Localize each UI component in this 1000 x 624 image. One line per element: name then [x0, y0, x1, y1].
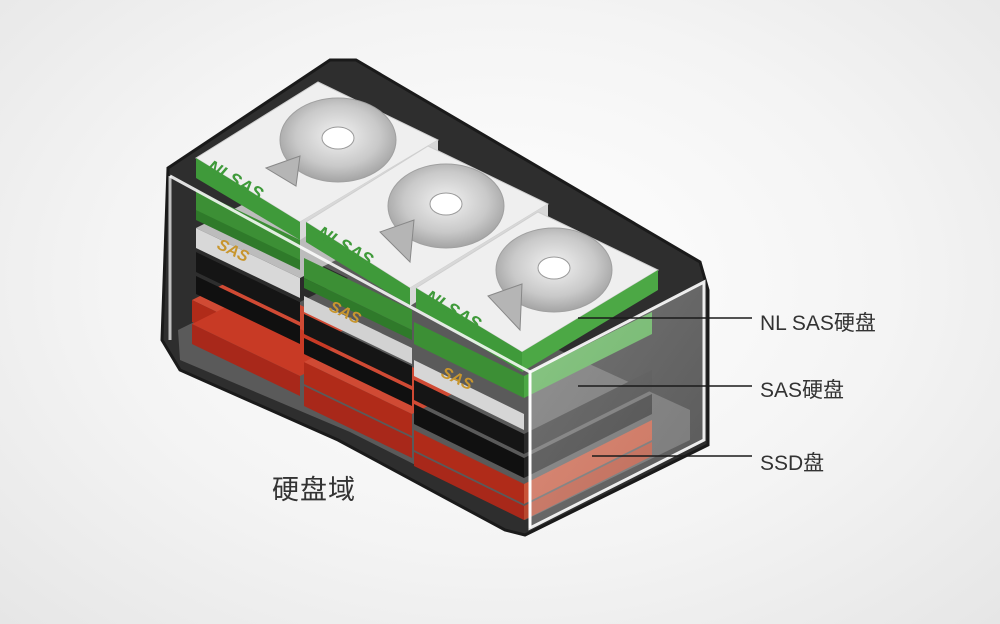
nlsas-top-drive: NLSAS	[415, 211, 660, 372]
middle-disk-stack	[304, 258, 460, 458]
nlsas-disk	[304, 258, 412, 340]
callout-lines	[578, 317, 752, 457]
ssd-disk	[192, 300, 348, 396]
nlsas-callout-label: NL SAS硬盘	[760, 312, 876, 335]
sas-callout-label: SAS硬盘	[760, 379, 845, 402]
ssd-callout-label: SSD盘	[760, 452, 825, 475]
container-glass	[168, 174, 706, 531]
sas-disk	[304, 296, 412, 406]
disk-domain-label: 硬盘域	[272, 475, 356, 505]
nlsas-disk	[196, 190, 300, 270]
